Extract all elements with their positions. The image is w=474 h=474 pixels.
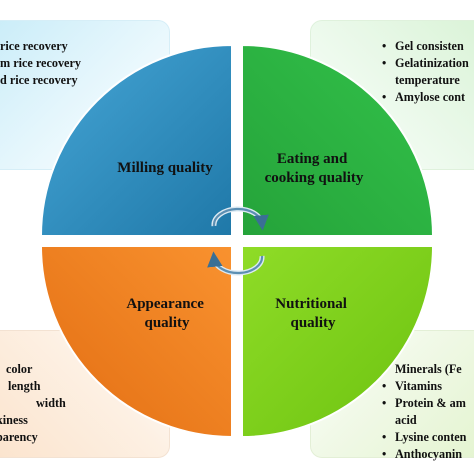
nutritional-traits-list: Minerals (Fe Vitamins Protein & am acid … (382, 361, 466, 463)
milling-quality-label: Milling quality (117, 160, 213, 176)
list-item: rice recovery (0, 39, 68, 53)
list-item: d rice recovery (0, 73, 78, 87)
list-item: Gel consisten (382, 38, 469, 55)
list-item: parency (0, 430, 38, 444)
appearance-quality-quadrant (39, 245, 233, 439)
nutritional-quality-quadrant (241, 245, 435, 439)
list-item: length (8, 379, 41, 393)
list-item: acid (395, 413, 417, 427)
list-item: temperature (395, 73, 460, 87)
list-item: Amylose cont (382, 89, 469, 106)
list-item: m rice recovery (0, 56, 81, 70)
milling-quality-quadrant (39, 43, 233, 237)
cycle-arrows-icon (207, 206, 269, 276)
list-item: Lysine conten (382, 429, 466, 446)
list-item: Anthocyanin (382, 446, 466, 463)
milling-traits-list: rice recovery m rice recovery d rice rec… (0, 38, 81, 89)
eating-cooking-quality-label: Eating and cooking quality (265, 151, 364, 186)
eating-cooking-quality-quadrant (241, 43, 435, 237)
appearance-quality-label: Appearance quality (126, 296, 207, 331)
nutritional-quality-label: Nutritional quality (275, 296, 350, 331)
list-item: kiness (0, 413, 28, 427)
list-item: Gelatinization (382, 55, 469, 72)
list-item: color (6, 362, 33, 376)
appearance-traits-list: color length width kiness parency (0, 361, 66, 446)
list-item: width (36, 396, 66, 410)
eating-traits-list: Gel consisten Gelatinization temperature… (382, 38, 469, 106)
list-item: Vitamins (382, 378, 466, 395)
list-item: Protein & am (382, 395, 466, 412)
